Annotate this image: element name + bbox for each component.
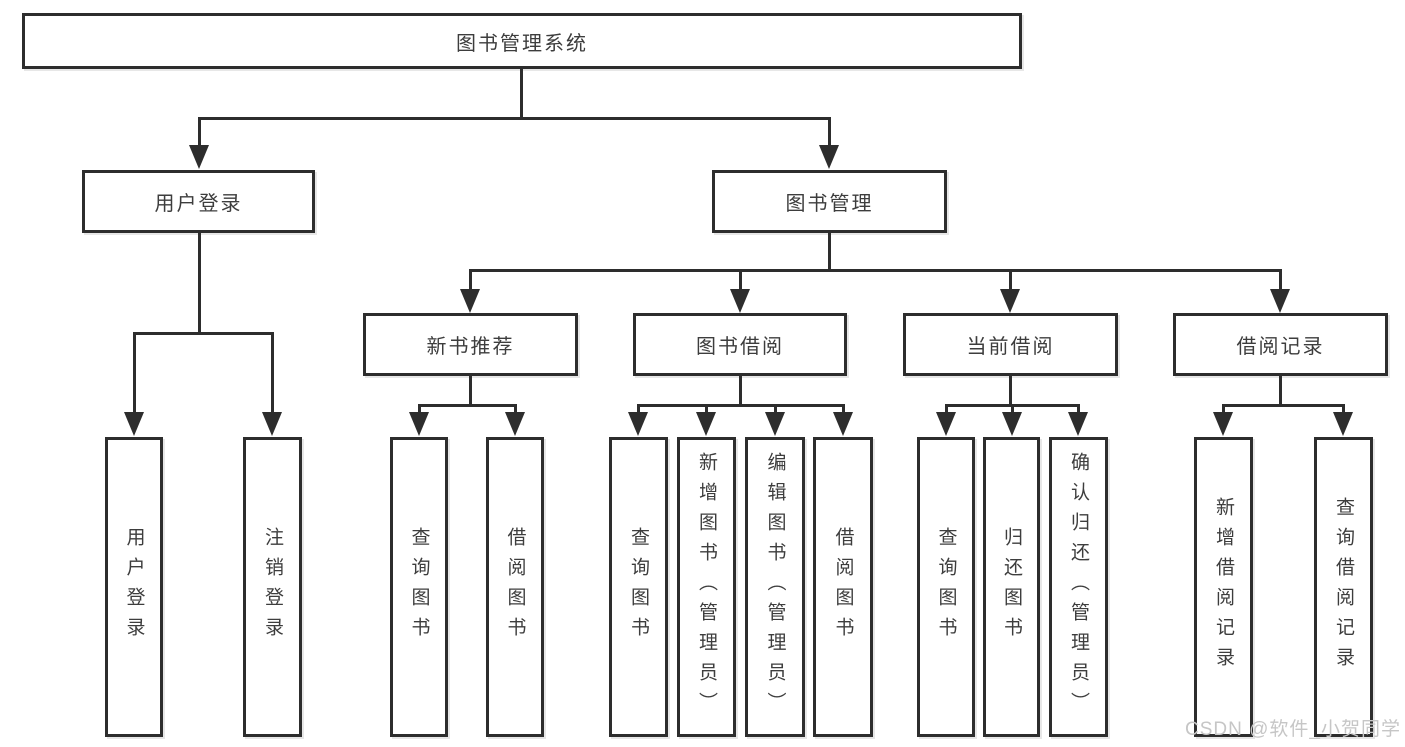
connector-stub xyxy=(133,332,136,414)
connector-stub xyxy=(1222,404,1225,414)
node-book-borrowing: 图书借阅 xyxy=(633,313,847,376)
csdn-watermark: CSDN @软件_小贺同学 xyxy=(1185,719,1401,740)
leaf-return-book: 归还图书 xyxy=(983,437,1040,737)
leaf-confirm-return-admin: 确认归还（管理员） xyxy=(1049,437,1108,737)
leaf-logout: 注销登录 xyxy=(243,437,302,737)
connector-rail xyxy=(418,404,517,407)
leaf-query-borrow-record: 查询借阅记录 xyxy=(1314,437,1373,737)
connector-drop xyxy=(469,376,472,407)
connector-stub xyxy=(469,269,472,291)
arrow-down-icon xyxy=(1002,412,1022,436)
arrow-down-icon xyxy=(696,412,716,436)
connector-stub xyxy=(774,404,777,414)
connector-l1-rail xyxy=(198,117,831,120)
leaf-query-books-current: 查询图书 xyxy=(917,437,975,737)
arrow-down-icon xyxy=(1270,289,1290,313)
connector-stub xyxy=(705,404,708,414)
leaf-user-login: 用户登录 xyxy=(105,437,163,737)
connector-stub xyxy=(1009,269,1012,291)
leaf-borrow-books-recommend: 借阅图书 xyxy=(486,437,544,737)
connector-stub-book-mgmt xyxy=(828,117,831,147)
node-user-login: 用户登录 xyxy=(82,170,315,233)
leaf-add-borrow-record: 新增借阅记录 xyxy=(1194,437,1253,737)
arrow-down-icon xyxy=(460,289,480,313)
arrow-down-icon xyxy=(1213,412,1233,436)
connector-stub xyxy=(271,332,274,414)
arrow-down-icon xyxy=(730,289,750,313)
root-node-library-system: 图书管理系统 xyxy=(22,13,1022,69)
connector-bookmgmt-drop xyxy=(828,233,831,272)
arrow-down-icon xyxy=(765,412,785,436)
connector-userlogin-rail xyxy=(133,332,274,335)
arrow-down-icon xyxy=(1333,412,1353,436)
leaf-add-book-admin: 新增图书（管理员） xyxy=(677,437,736,737)
leaf-query-books-recommend: 查询图书 xyxy=(390,437,448,737)
leaf-query-books-borrowing: 查询图书 xyxy=(609,437,668,737)
arrow-down-icon xyxy=(505,412,525,436)
connector-drop xyxy=(1009,376,1012,407)
connector-rail xyxy=(637,404,845,407)
connector-userlogin-drop xyxy=(198,233,201,335)
connector-stub xyxy=(842,404,845,414)
leaf-edit-book-admin: 编辑图书（管理员） xyxy=(745,437,805,737)
node-current-borrowing: 当前借阅 xyxy=(903,313,1118,376)
connector-stub xyxy=(1077,404,1080,414)
arrow-down-icon xyxy=(189,145,209,169)
connector-stub xyxy=(514,404,517,414)
connector-drop xyxy=(1279,376,1282,407)
connector-stub xyxy=(739,269,742,291)
connector-rail xyxy=(1222,404,1345,407)
connector-l2-rail xyxy=(469,269,1282,272)
node-book-management: 图书管理 xyxy=(712,170,947,233)
connector-root-drop xyxy=(520,69,523,118)
connector-stub xyxy=(1342,404,1345,414)
connector-stub-user-login xyxy=(198,117,201,147)
connector-stub xyxy=(637,404,640,414)
arrow-down-icon xyxy=(1000,289,1020,313)
connector-drop xyxy=(739,376,742,407)
node-borrowing-records: 借阅记录 xyxy=(1173,313,1388,376)
connector-stub xyxy=(945,404,948,414)
arrow-down-icon xyxy=(124,412,144,436)
arrow-down-icon xyxy=(1068,412,1088,436)
arrow-down-icon xyxy=(833,412,853,436)
connector-stub xyxy=(1279,269,1282,291)
arrow-down-icon xyxy=(262,412,282,436)
node-new-book-recommend: 新书推荐 xyxy=(363,313,578,376)
arrow-down-icon xyxy=(628,412,648,436)
connector-stub xyxy=(418,404,421,414)
connector-stub xyxy=(1011,404,1014,414)
arrow-down-icon xyxy=(819,145,839,169)
arrow-down-icon xyxy=(409,412,429,436)
leaf-borrow-books: 借阅图书 xyxy=(813,437,873,737)
arrow-down-icon xyxy=(936,412,956,436)
